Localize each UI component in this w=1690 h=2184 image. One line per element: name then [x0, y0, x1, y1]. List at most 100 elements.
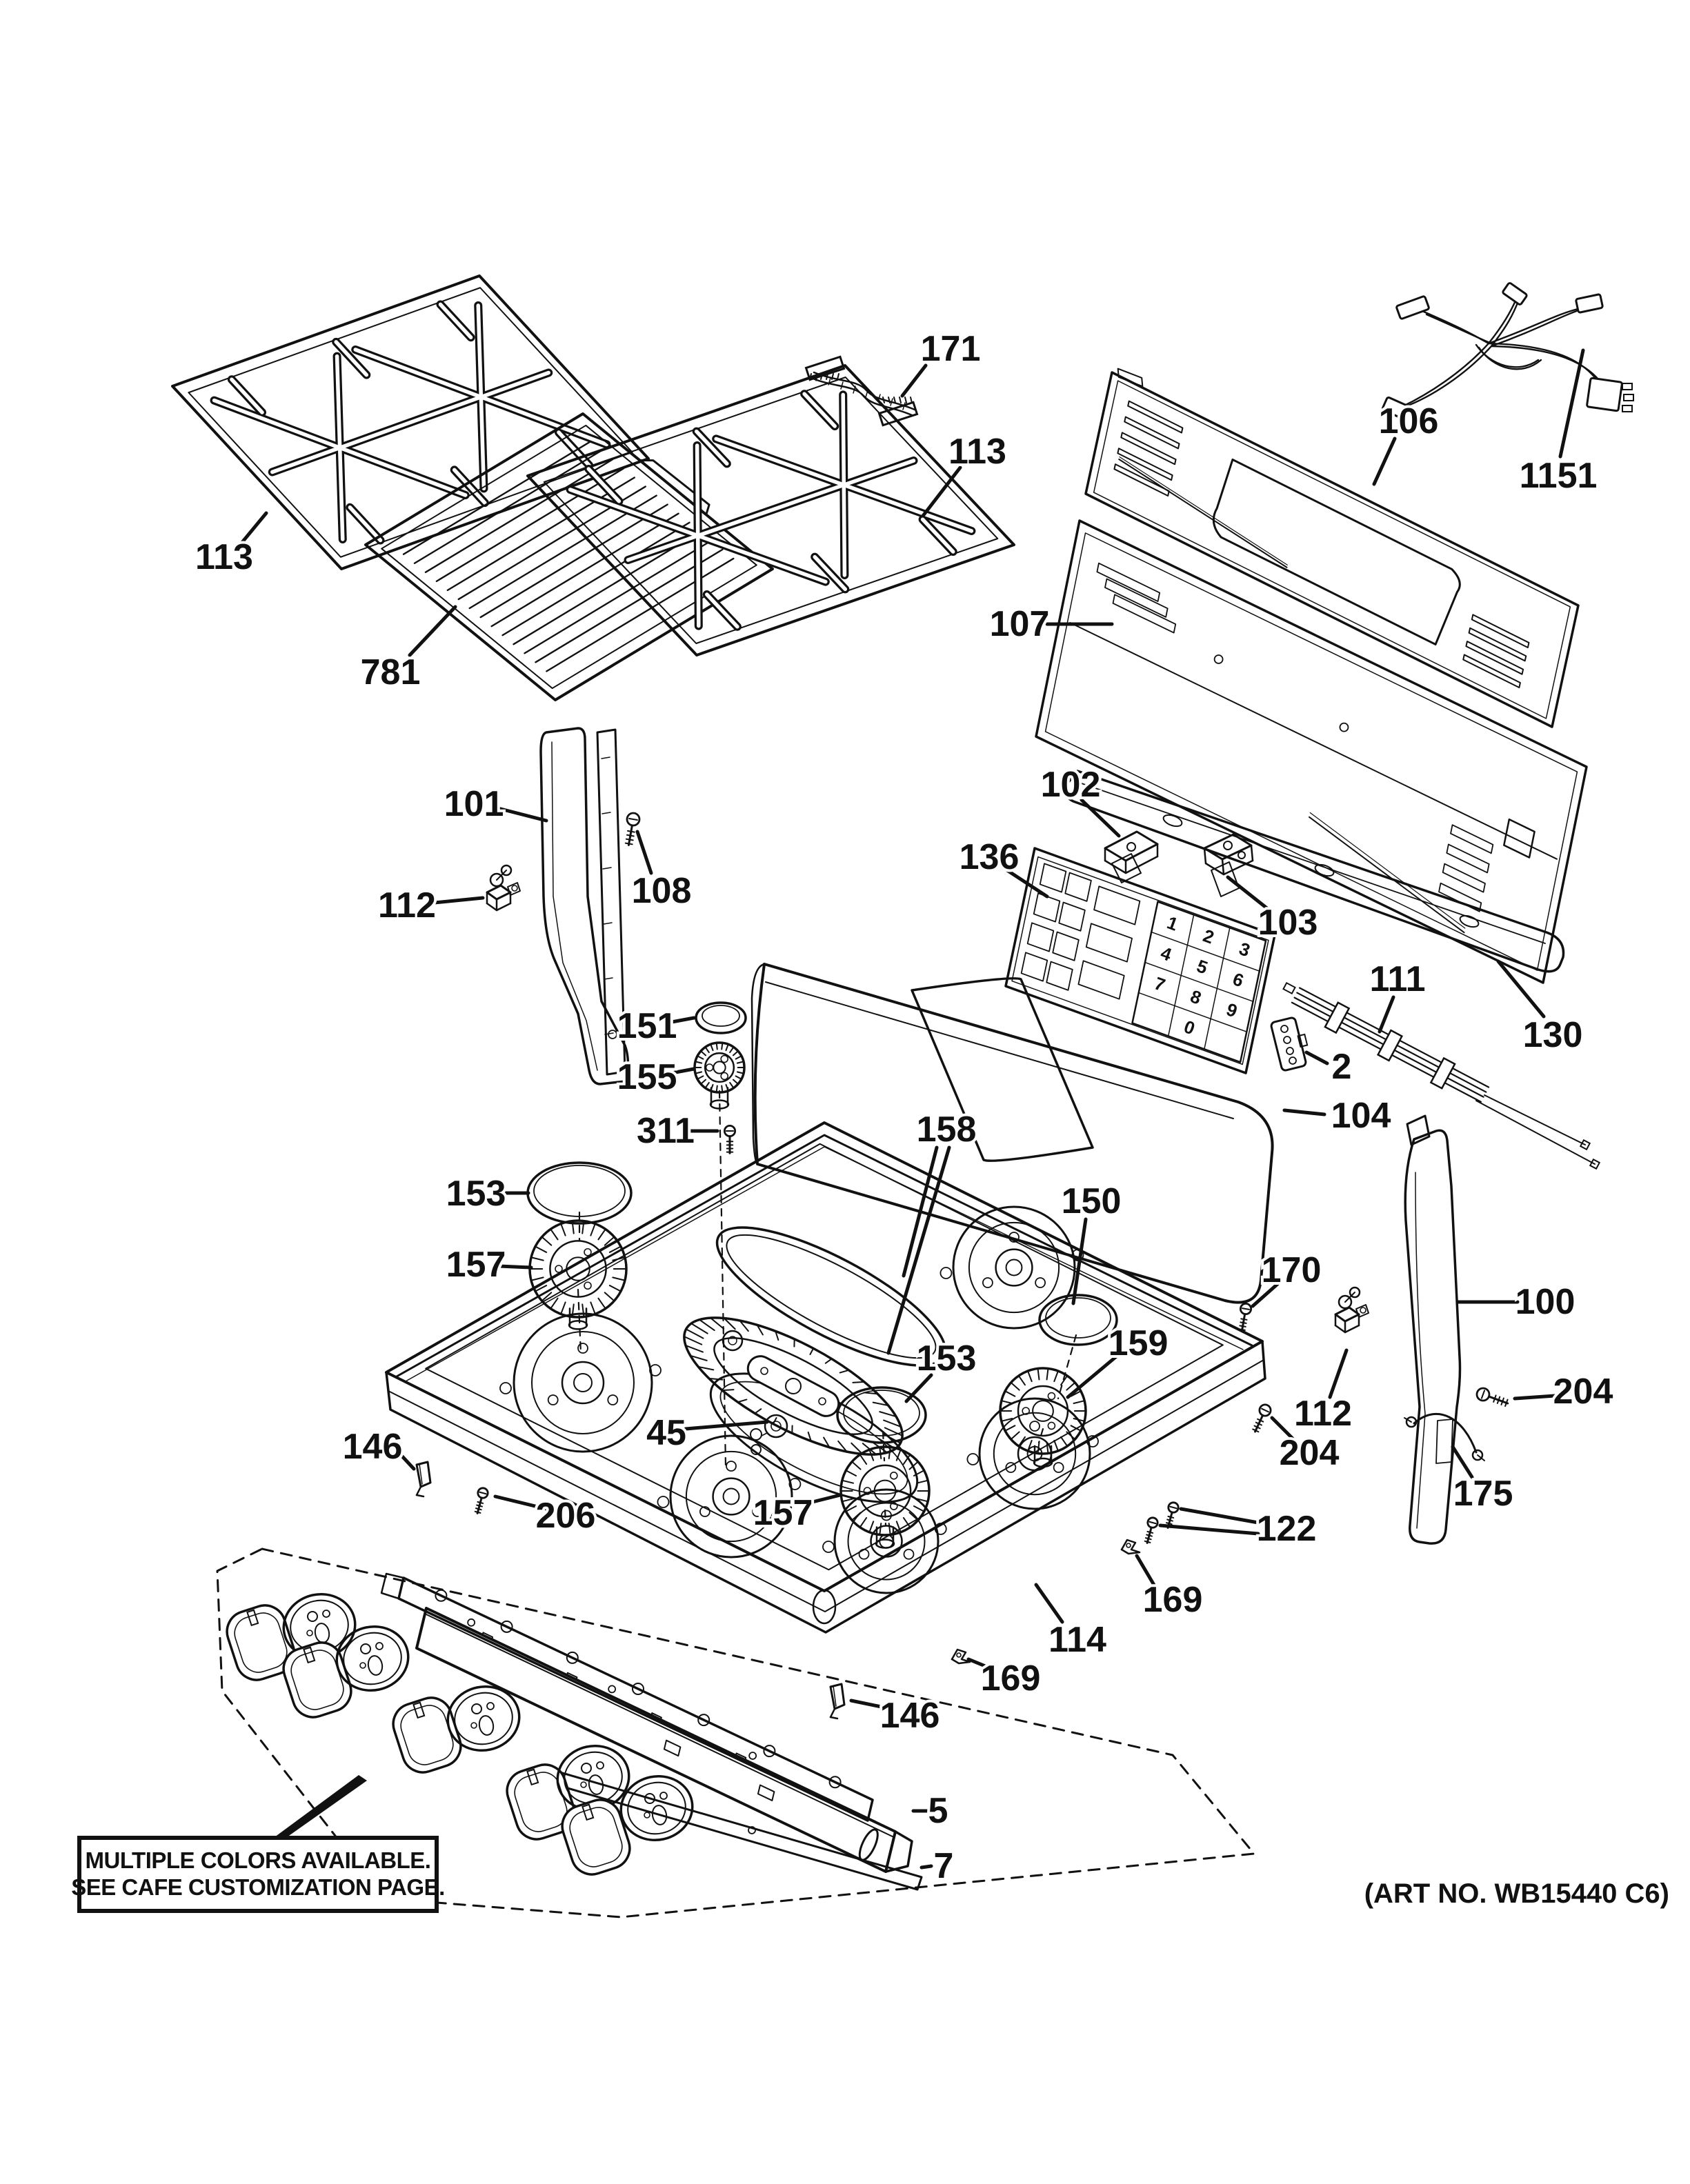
part-label-158: 158: [886, 1107, 979, 1355]
alignment-dashes: [577, 1090, 1077, 1527]
part-number: 136: [960, 837, 1020, 877]
clip-169-upper: [1120, 1539, 1141, 1555]
part-number: 204: [1280, 1433, 1340, 1473]
part-label-130: 130: [1496, 959, 1585, 1058]
burner-grate-right-113: [526, 364, 1015, 657]
control-knob-3: [392, 1696, 462, 1774]
screw-122-b: [1144, 1516, 1159, 1544]
part-number: 157: [753, 1493, 813, 1533]
screw-206: [474, 1487, 489, 1514]
part-number: 175: [1453, 1474, 1513, 1514]
part-label-159: 159: [1066, 1321, 1171, 1399]
keypad-digit: 2: [1200, 925, 1217, 948]
part-number: 101: [444, 784, 504, 824]
part-number: 146: [343, 1427, 403, 1467]
burner-base: [940, 1205, 1084, 1330]
part-number: 122: [1257, 1509, 1317, 1549]
knob-bezel-3: [446, 1685, 521, 1752]
color-note-line2: SEE CAFE CUSTOMIZATION PAGE.: [71, 1874, 445, 1900]
keypad-digit: 7: [1152, 972, 1169, 995]
part-number: 150: [1062, 1181, 1122, 1221]
control-knob-2: [282, 1641, 352, 1719]
part-label-157: 157: [444, 1242, 533, 1288]
screw-108: [624, 812, 641, 846]
cooktop-main-top-114: [385, 1121, 1266, 1634]
griddle-781: [364, 412, 774, 701]
keypad-digit: 3: [1236, 938, 1253, 961]
part-label-153: 153: [444, 1171, 530, 1216]
color-note-box: MULTIPLE COLORS AVAILABLE. SEE CAFE CUST…: [71, 1836, 445, 1913]
part-number: 311: [637, 1111, 695, 1151]
part-number: 170: [1262, 1250, 1322, 1290]
part-label-112: 112: [1291, 1348, 1355, 1436]
part-number: 153: [917, 1339, 977, 1379]
spark-module-2: [1270, 1016, 1309, 1072]
screw-170: [1238, 1302, 1253, 1332]
part-label-146: 146: [849, 1693, 942, 1739]
control-knob-5: [561, 1799, 631, 1876]
part-label-169: 169: [966, 1656, 1043, 1701]
oval-burner-158: [683, 1226, 947, 1456]
burner-head-155: [693, 1041, 746, 1110]
part-label-106: 106: [1372, 399, 1441, 486]
oval-burner-body: [683, 1316, 904, 1456]
part-label-170: 170: [1251, 1248, 1324, 1308]
part-label-122: 122: [1158, 1506, 1319, 1552]
part-label-206: 206: [493, 1493, 598, 1539]
part-label-1151: 1151: [1517, 348, 1600, 499]
keypad-digit: 9: [1224, 999, 1240, 1021]
part-label-136: 136: [957, 834, 1049, 899]
backguard-rail-130: [1064, 770, 1565, 973]
art-number: (ART NO. WB15440 C6): [1364, 1879, 1669, 1909]
knob-bezel-5: [619, 1774, 694, 1842]
air-duct-panel-106: [1084, 368, 1580, 728]
control-knob-1: [226, 1604, 296, 1681]
part-number: 7: [934, 1846, 954, 1886]
part-label-102: 102: [1038, 762, 1121, 838]
part-label-204: 204: [1270, 1416, 1342, 1476]
part-number: 781: [361, 652, 421, 692]
part-number: 113: [195, 537, 253, 577]
part-number: 113: [948, 432, 1006, 472]
part-label-113: 113: [192, 511, 268, 580]
part-label-113: 113: [921, 429, 1009, 518]
burner-box-rail-206: [380, 1572, 874, 1822]
part-number: 2: [1332, 1047, 1352, 1087]
side-trim-right-100: [1404, 1114, 1462, 1545]
part-number: 45: [646, 1413, 686, 1453]
part-number: 1151: [1520, 456, 1598, 496]
part-number: 106: [1379, 401, 1439, 441]
side-trim-left-101: [539, 727, 630, 1085]
control-glass-104: [750, 963, 1274, 1304]
ribbon-cable-171: [804, 355, 919, 427]
part-label-103: 103: [1226, 875, 1320, 945]
part-number: 107: [990, 604, 1050, 644]
part-label-169: 169: [1135, 1554, 1205, 1623]
burner-cap-150: [1038, 1294, 1118, 1346]
part-number: 108: [632, 871, 692, 911]
part-label-781: 781: [358, 605, 457, 695]
burner-cap-153-mid: [836, 1386, 927, 1444]
part-label-112: 112: [375, 883, 485, 928]
bracket-103: [1203, 833, 1254, 897]
burner-base: [657, 1434, 802, 1559]
knob-color-dashed-box: [216, 1547, 1255, 1918]
wire-harness-1151: [1381, 282, 1634, 420]
clip-146-left: [415, 1461, 432, 1498]
part-number: 111: [1369, 959, 1425, 999]
keypad-digit: 6: [1230, 968, 1246, 991]
keypad-digit: 4: [1158, 942, 1175, 965]
screw-311: [723, 1124, 737, 1154]
part-number: 112: [378, 885, 436, 925]
part-number: 5: [928, 1791, 948, 1831]
part-number: 130: [1523, 1015, 1583, 1055]
part-number: 102: [1041, 765, 1101, 805]
part-label-100: 100: [1456, 1279, 1578, 1325]
part-label-311: 311: [634, 1108, 719, 1154]
knob-bezel-2: [335, 1625, 410, 1692]
part-label-45: 45: [644, 1410, 769, 1456]
part-label-155: 155: [615, 1054, 696, 1100]
part-label-153: 153: [904, 1336, 979, 1403]
